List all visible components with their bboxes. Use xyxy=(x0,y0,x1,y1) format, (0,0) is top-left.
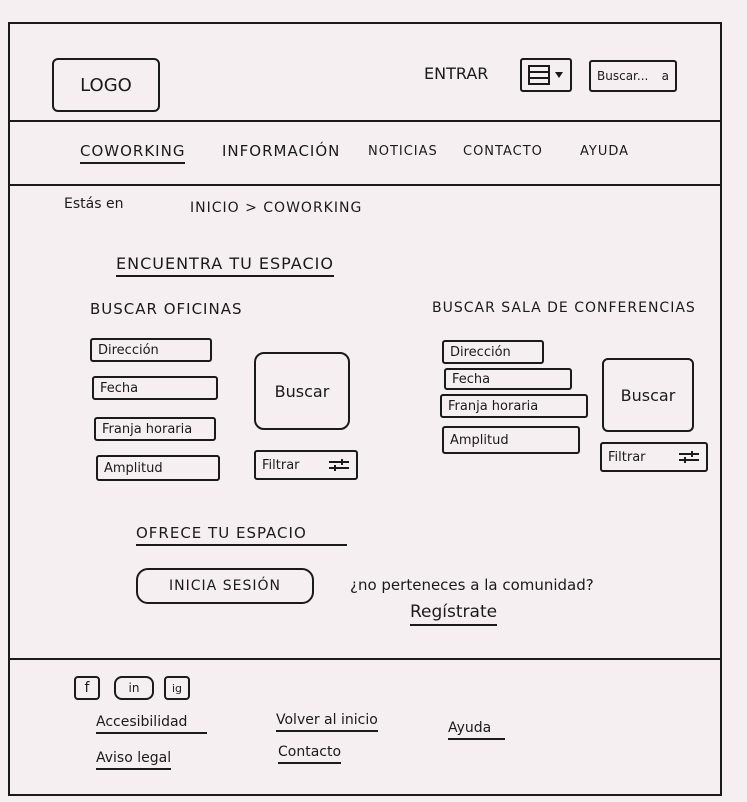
room-search-button[interactable]: Buscar xyxy=(602,358,694,432)
login-link[interactable]: ENTRAR xyxy=(424,64,489,83)
nav-item-informacion[interactable]: INFORMACIÓN xyxy=(222,142,341,160)
search-icon[interactable]: a xyxy=(661,69,669,83)
logo[interactable]: LOGO xyxy=(52,58,160,112)
footer-link-legal[interactable]: Aviso legal xyxy=(96,750,172,770)
nav-item-ayuda[interactable]: AYUDA xyxy=(580,144,630,159)
chevron-down-icon xyxy=(555,72,563,78)
footer-link-home[interactable]: Volver al inicio xyxy=(276,712,378,732)
offices-heading: BUSCAR OFICINAS xyxy=(90,300,243,318)
community-question: ¿no perteneces a la comunidad? xyxy=(350,576,594,594)
page-frame xyxy=(8,22,722,796)
office-search-button[interactable]: Buscar xyxy=(254,352,350,430)
office-timeslot-field[interactable]: Franja horaria xyxy=(94,417,216,441)
facebook-icon[interactable]: f xyxy=(74,676,100,700)
header-divider xyxy=(8,120,720,122)
rooms-heading: BUSCAR SALA DE CONFERENCIAS xyxy=(432,300,696,316)
linkedin-icon[interactable]: in xyxy=(114,676,154,700)
breadcrumb-prefix: Estás en xyxy=(64,196,124,212)
office-capacity-field[interactable]: Amplitud xyxy=(96,455,220,481)
offer-title: OFRECE TU ESPACIO xyxy=(136,524,347,546)
instagram-icon[interactable]: ig xyxy=(164,676,190,700)
room-timeslot-field[interactable]: Franja horaria xyxy=(440,394,588,418)
nav-item-noticias[interactable]: NOTICIAS xyxy=(368,144,438,159)
page-title: ENCUENTRA TU ESPACIO xyxy=(116,254,334,277)
footer-divider xyxy=(8,658,720,660)
breadcrumb-path[interactable]: INICIO > COWORKING xyxy=(190,200,363,216)
office-address-field[interactable]: Dirección xyxy=(90,338,212,362)
nav-divider xyxy=(8,184,720,186)
room-filter-button[interactable]: Filtrar xyxy=(600,442,708,472)
room-capacity-field[interactable]: Amplitud xyxy=(442,426,580,454)
room-date-field[interactable]: Fecha xyxy=(444,368,572,390)
footer-link-help[interactable]: Ayuda xyxy=(448,720,506,740)
nav-item-coworking[interactable]: COWORKING xyxy=(80,142,186,164)
footer-link-contact[interactable]: Contacto xyxy=(278,744,342,764)
flag-icon xyxy=(528,65,550,85)
office-date-field[interactable]: Fecha xyxy=(92,376,218,400)
search-placeholder: Buscar... xyxy=(597,69,649,83)
filter-icon xyxy=(329,459,349,471)
register-link[interactable]: Regístrate xyxy=(410,602,498,626)
room-address-field[interactable]: Dirección xyxy=(442,340,544,364)
language-dropdown[interactable] xyxy=(520,58,572,92)
login-button[interactable]: INICIA SESIÓN xyxy=(136,568,314,604)
footer-link-accessibility[interactable]: Accesibilidad xyxy=(96,714,208,734)
nav-item-contacto[interactable]: CONTACTO xyxy=(463,144,543,159)
office-filter-button[interactable]: Filtrar xyxy=(254,450,358,480)
search-input[interactable]: Buscar... a xyxy=(589,60,677,92)
filter-icon xyxy=(679,451,699,463)
